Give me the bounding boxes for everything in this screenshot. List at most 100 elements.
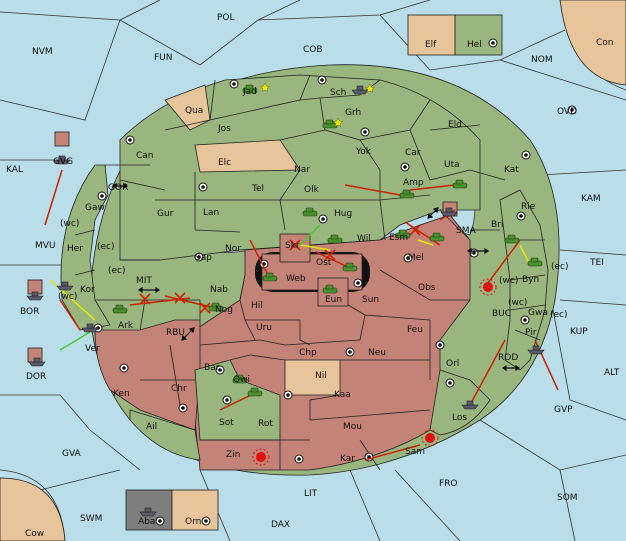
label-ark: Ark: [118, 321, 134, 331]
sea-link-arrows: [111, 182, 521, 372]
label-kup: KUP: [570, 327, 588, 337]
label-rod: ROD: [498, 353, 518, 363]
label-her: Her: [67, 244, 83, 254]
label-rot: Rot: [258, 419, 273, 429]
label-ovd: OVD: [557, 107, 577, 117]
label-nil: Nil: [315, 371, 327, 381]
army-unit: [504, 234, 520, 244]
army-unit: [302, 207, 318, 217]
burst-marker: [421, 429, 439, 447]
star-icon: [365, 83, 375, 93]
army-units: [112, 84, 543, 397]
supply-center: [318, 214, 328, 224]
label-kor-ec: (ec): [108, 266, 126, 276]
label-kor: Kor: [80, 285, 95, 295]
label-tei: TEI: [589, 258, 604, 268]
label-gor: GOR: [108, 183, 128, 193]
label-skr: Skr: [285, 241, 300, 251]
region-hel-box[interactable]: [454, 14, 503, 56]
label-gwa-ec: (ec): [550, 310, 568, 320]
supply-center: [215, 365, 225, 375]
supply-center: [283, 390, 293, 400]
fleet-unit: [53, 155, 71, 165]
supply-center: [229, 79, 239, 89]
label-alt: ALT: [604, 368, 620, 378]
label-swm: SWM: [80, 514, 102, 524]
label-fro: FRO: [439, 479, 458, 489]
label-elc: Elc: [218, 158, 231, 168]
supply-center: [119, 363, 129, 373]
coast-labels: (wc) (ec) (ec) (wc) (wc) (ec) (wc) (ec): [58, 219, 569, 320]
supply-center: [400, 162, 410, 172]
supply-center: [445, 378, 455, 388]
fleet-unit: [351, 85, 369, 95]
label-sun: Sun: [362, 295, 379, 305]
supply-center: [194, 252, 204, 262]
fleet-unit: [56, 281, 74, 291]
double-arrow-icon: [181, 327, 195, 341]
region-ail-green: [129, 409, 201, 461]
army-unit: [399, 189, 415, 199]
supply-center: [521, 150, 531, 160]
region-nil[interactable]: [284, 359, 341, 396]
label-buc: BUC: [492, 309, 511, 319]
label-ail: Ail: [146, 422, 157, 432]
label-jad: Jad: [242, 87, 257, 97]
label-esm: Esm: [389, 233, 408, 243]
move-orders: [44, 169, 559, 461]
region-skr-box[interactable]: [279, 233, 311, 263]
label-qwi: Qwi: [233, 375, 250, 385]
army-unit: [527, 257, 543, 267]
region-orn-box[interactable]: [171, 489, 219, 531]
army-unit: [327, 234, 343, 244]
label-gaw: Gaw: [85, 203, 105, 213]
region-gvg-box[interactable]: [54, 131, 70, 147]
label-pir: Pir: [525, 328, 537, 338]
army-unit: [242, 84, 258, 94]
supply-center: [201, 516, 211, 526]
label-mit: MIT: [136, 276, 152, 286]
label-sam: Sam: [405, 447, 425, 457]
supply-center: [353, 278, 363, 288]
label-aba: Aba: [138, 517, 155, 527]
label-dax: DAX: [271, 520, 290, 530]
label-gur: Gur: [157, 209, 174, 219]
label-orn: Orn: [185, 517, 201, 527]
double-arrow-icon: [466, 247, 490, 255]
fleet-units: [26, 85, 545, 517]
supply-center: [178, 403, 188, 413]
label-fun: FUN: [154, 53, 173, 63]
region-red-west: [94, 319, 201, 431]
label-cow: Cow: [25, 529, 44, 539]
label-ost: Ost: [316, 258, 332, 268]
army-unit: [342, 262, 358, 272]
supply-center: [488, 38, 498, 48]
label-gwa: Gwa: [528, 308, 548, 318]
region-elf-box[interactable]: [407, 14, 456, 56]
double-arrow-icon: [137, 286, 161, 294]
label-hil: Hil: [251, 301, 263, 311]
label-can: Can: [136, 151, 154, 161]
supply-center: [360, 127, 370, 137]
supply-center: [155, 516, 165, 526]
label-mel: Mel: [408, 253, 424, 263]
label-neu: Neu: [368, 348, 386, 358]
label-kal: KAL: [6, 165, 23, 175]
double-arrow-icon: [111, 182, 129, 190]
label-bar: Bar: [204, 363, 220, 373]
label-kar: Kar: [340, 454, 355, 464]
label-bri-wc: (wc): [499, 276, 518, 286]
label-zin: Zin: [226, 450, 240, 460]
army-unit: [322, 284, 338, 294]
label-kaa: Kaa: [334, 390, 351, 400]
region-los-green: [429, 369, 491, 436]
label-bri: Bri: [491, 220, 503, 230]
label-yok: Yok: [355, 147, 372, 157]
label-gor-wc: (wc): [60, 219, 79, 229]
supply-center: [435, 340, 445, 350]
army-unit: [247, 387, 263, 397]
supply-center: [520, 315, 530, 325]
label-gvg: GVG: [53, 157, 73, 167]
fleet-unit: [440, 207, 458, 217]
label-sap: Sap: [195, 253, 212, 263]
